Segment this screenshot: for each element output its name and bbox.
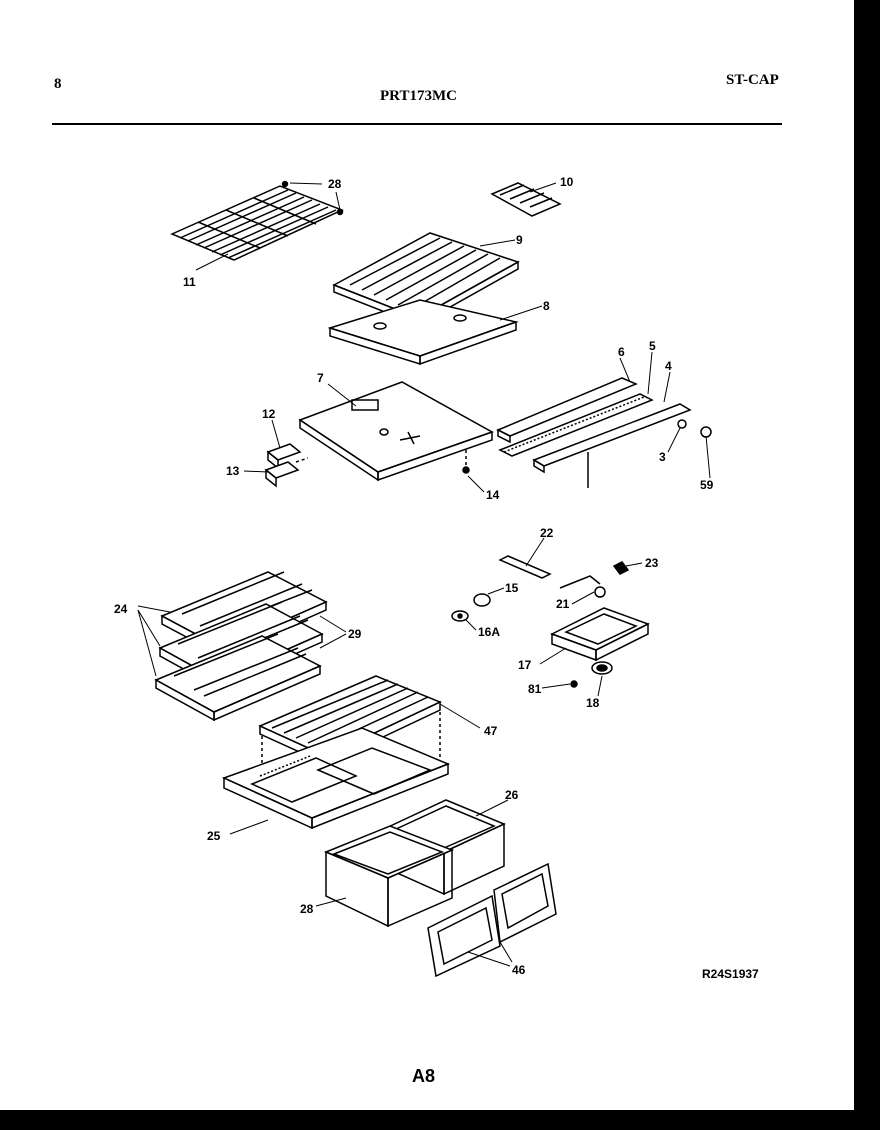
callout-47: 47 xyxy=(484,724,498,738)
callout-28-top: 28 xyxy=(328,177,342,191)
callout-59: 59 xyxy=(700,478,714,492)
callout-9: 9 xyxy=(516,233,523,247)
callout-5: 5 xyxy=(649,339,656,353)
callout-17: 17 xyxy=(518,658,532,672)
callout-25: 25 xyxy=(207,829,221,843)
crisper-pans-part xyxy=(324,799,506,928)
callout-7: 7 xyxy=(317,371,324,385)
hinge-part xyxy=(264,443,309,488)
section-code: ST-CAP xyxy=(726,72,779,88)
callout-15: 15 xyxy=(505,581,519,595)
callout-4: 4 xyxy=(665,359,672,373)
damper-screw-part xyxy=(612,561,630,575)
callout-46: 46 xyxy=(512,963,526,977)
crisper-covers-part xyxy=(427,862,557,978)
callout-10: 10 xyxy=(560,175,574,189)
callout-3: 3 xyxy=(659,450,666,464)
page-border-right xyxy=(854,0,880,1130)
callout-12: 12 xyxy=(262,407,276,421)
callout-21: 21 xyxy=(556,597,570,611)
header-rule xyxy=(52,123,782,125)
crisper-frame-part xyxy=(222,727,450,830)
page-number: 8 xyxy=(54,76,62,92)
callout-24: 24 xyxy=(114,602,128,616)
callout-18: 18 xyxy=(586,696,600,710)
control-knob-part xyxy=(451,593,491,622)
callout-11: 11 xyxy=(183,275,196,289)
callout-labels: 28 10 9 11 8 6 5 4 7 12 13 14 3 59 22 23… xyxy=(114,175,759,1086)
ice-tray-part xyxy=(490,182,562,217)
callout-26: 26 xyxy=(505,788,519,802)
callout-14: 14 xyxy=(486,488,500,502)
page-border-bottom xyxy=(0,1110,880,1130)
crisper-bar-part xyxy=(498,555,552,579)
callout-28-bottom: 28 xyxy=(300,902,314,916)
callout-16a: 16A xyxy=(478,625,500,639)
callout-6: 6 xyxy=(618,345,625,359)
control-housing-part xyxy=(550,575,650,688)
shelf-rail-parts xyxy=(462,377,712,488)
callout-23: 23 xyxy=(645,556,659,570)
callout-81: 81 xyxy=(528,682,542,696)
callout-8: 8 xyxy=(543,299,550,313)
wire-shelf-part xyxy=(170,180,344,261)
leader-lines xyxy=(137,182,711,967)
callout-22: 22 xyxy=(540,526,554,540)
glass-shelves-part xyxy=(154,571,328,722)
freezer-floor-part xyxy=(327,299,519,366)
divider-part xyxy=(298,381,494,482)
page-label: A8 xyxy=(412,1066,435,1086)
model-number: PRT173MC xyxy=(380,88,457,104)
drawing-reference: R24S1937 xyxy=(702,967,759,981)
callout-13: 13 xyxy=(226,464,240,478)
callout-29: 29 xyxy=(348,627,362,641)
